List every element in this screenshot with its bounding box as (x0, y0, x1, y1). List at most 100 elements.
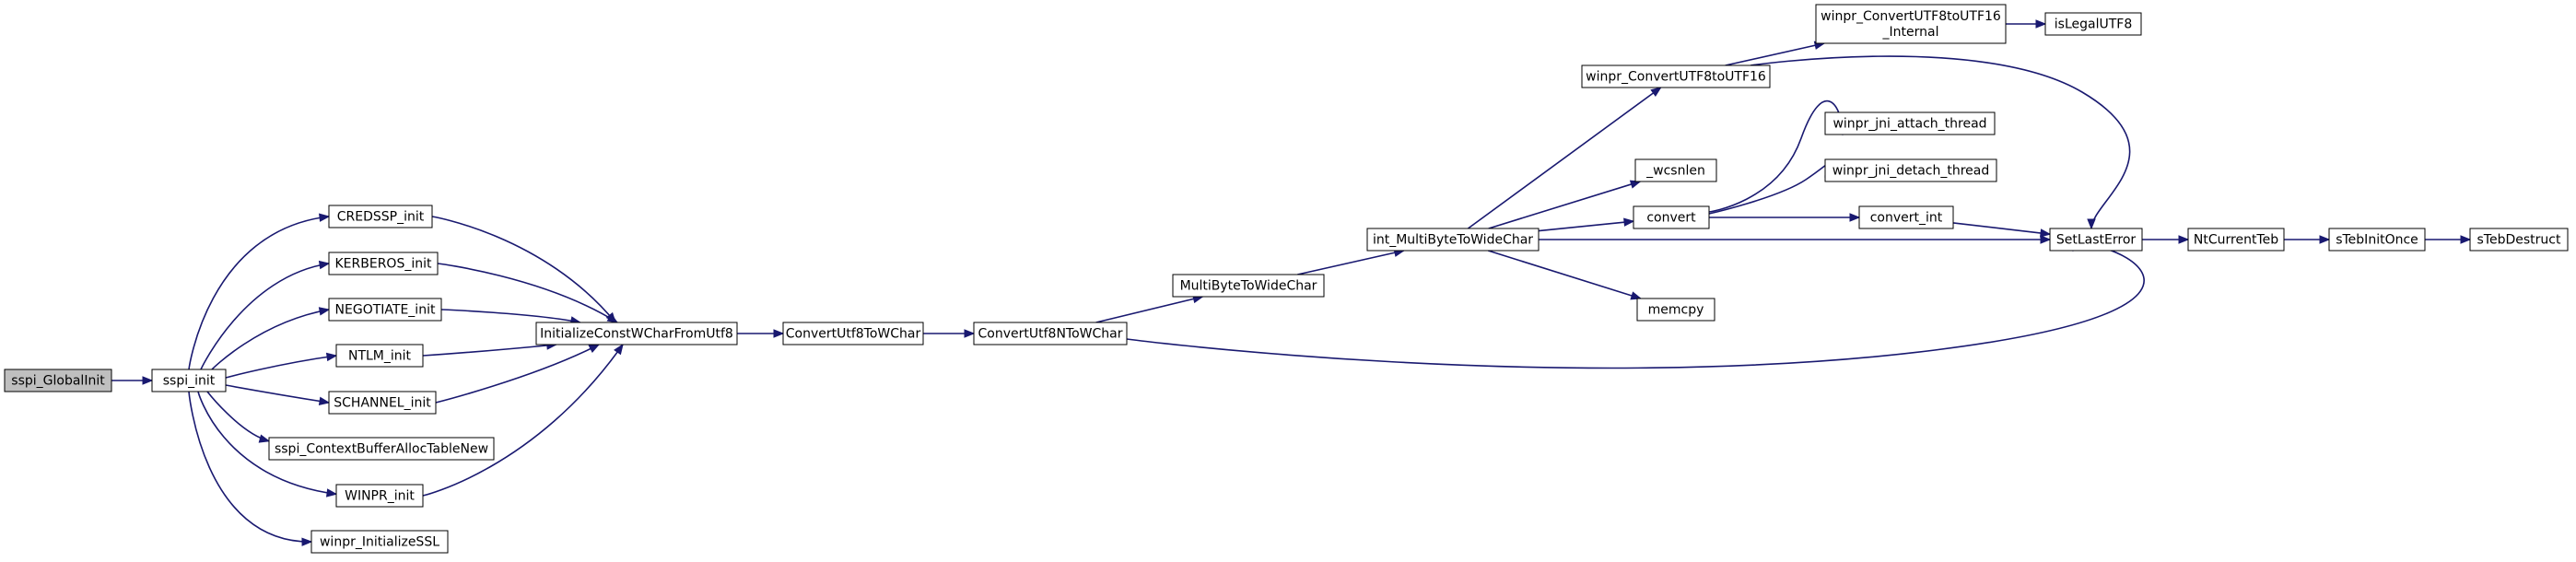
node-label: SetLastError (2056, 233, 2137, 248)
node-sspi-globalinit[interactable]: sspi_GlobalInit (4, 369, 112, 392)
node-box (1824, 158, 1997, 182)
node-box (1858, 205, 1954, 229)
edge-ConvertUtf8NToWChar-to-SetLastError (1126, 240, 2145, 369)
node-label: winpr_ConvertUTF8toUTF16 (1821, 9, 2001, 24)
edge-sspi_init-to-NTLM_init (225, 352, 338, 379)
node-box (1824, 111, 1996, 135)
node-layer: sspi_GlobalInit sspi_init CREDSSP_initKERB… (4, 4, 2569, 554)
arrowhead (325, 488, 338, 498)
node--wcsnlen[interactable]: _wcsnlen (1634, 158, 1717, 182)
arrowhead (1623, 217, 1635, 227)
arrowhead (318, 307, 331, 316)
edge-SCHANNEL_init-to-InitializeConstWCharFromUtf8 (435, 344, 601, 404)
arrowhead (773, 329, 785, 338)
edge-sspi_init-to-WINPR_init (197, 391, 338, 498)
node-label: CREDSSP_init (337, 210, 425, 225)
node-label: NEGOTIATE_init (335, 303, 436, 318)
edge-convert_int-to-SetLastError (1952, 222, 2052, 238)
node-box (335, 484, 424, 508)
node-convert-int[interactable]: convert_int (1858, 205, 1954, 229)
node-initializeconstwcharfromutf8[interactable]: InitializeConstWCharFromUtf8 (535, 322, 738, 345)
edge-winpr_ConvertUTF8toUTF16-to-SetLastError (1750, 55, 2131, 230)
node-label: int_MultiByteToWideChar (1373, 233, 1533, 248)
edge-sspi_init-to-SCHANNEL_init (225, 384, 331, 406)
edge-sspi_init-to-winpr_InitializeSSL (188, 391, 313, 546)
arrowhead (964, 329, 976, 338)
node-label: sTebDestruct (2477, 233, 2561, 248)
edge-InitializeConstWCharFromUtf8-to-ConvertUtf8ToWChar (737, 329, 785, 338)
edge-WINPR_init-to-InitializeConstWCharFromUtf8 (422, 343, 624, 497)
node-sspi-contextbufferalloctablenew[interactable]: sspi_ContextBufferAllocTableNew (268, 437, 495, 461)
node-int-multibytetowidechar[interactable]: int_MultiByteToWideChar (1366, 228, 1540, 252)
arrowhead (318, 260, 331, 270)
node-credssp-init[interactable]: CREDSSP_init (328, 205, 433, 228)
edge-ConvertUtf8ToWChar-to-ConvertUtf8NToWChar (923, 329, 976, 338)
node-kerberos-init[interactable]: KERBEROS_init (328, 252, 439, 275)
node-label: MultiByteToWideChar (1180, 279, 1317, 294)
edge-sTebInitOnce-to-sTebDestruct (2425, 235, 2472, 244)
arrowhead (1650, 87, 1662, 98)
node-box (2469, 228, 2569, 252)
node-ntlm-init[interactable]: NTLM_init (335, 344, 424, 368)
node-label: ConvertUtf8ToWChar (786, 327, 921, 342)
edge-SetLastError-to-NtCurrentTeb (2142, 235, 2190, 244)
node-winpr-jni-attach-thread[interactable]: winpr_jni_attach_thread (1824, 111, 1996, 135)
node-box (2187, 228, 2285, 252)
node-stebdestruct[interactable]: sTebDestruct (2469, 228, 2569, 252)
node-box (1634, 158, 1717, 182)
node-convert[interactable]: convert (1633, 205, 1710, 229)
node-box (151, 369, 227, 392)
node-memcpy[interactable]: memcpy (1636, 298, 1715, 322)
edge-int_MultiByteToWideChar-to-SetLastError (1539, 235, 2052, 244)
node-winpr-convertutf8toutf16-internal[interactable]: winpr_ConvertUTF8toUTF16_Internal (1815, 4, 2007, 44)
node-sspi-init[interactable]: sspi_init (151, 369, 227, 392)
node-winpr-convertutf8toutf16[interactable]: winpr_ConvertUTF8toUTF16 (1581, 64, 1771, 88)
node-label: InitializeConstWCharFromUtf8 (540, 327, 733, 342)
node-stebinitonce[interactable]: sTebInitOnce (2328, 228, 2426, 252)
arrowhead (1630, 291, 1643, 300)
node-box (1366, 228, 1540, 252)
node-label: winpr_jni_detach_thread (1832, 164, 1990, 179)
edge-int_MultiByteToWideChar-to-_wcsnlen (1488, 180, 1642, 229)
node-box (782, 322, 924, 345)
edge-layer (111, 19, 2472, 546)
arrowhead (319, 213, 331, 222)
node-setlasterror[interactable]: SetLastError (2049, 228, 2143, 252)
node-convertutf8towchar[interactable]: ConvertUtf8ToWChar (782, 322, 924, 345)
edge-sspi_init-to-NEGOTIATE_init (211, 307, 331, 370)
arrowhead (325, 352, 338, 362)
edge-int_MultiByteToWideChar-to-convert (1538, 217, 1635, 232)
arrowhead (258, 434, 271, 443)
edge-KERBEROS_init-to-InitializeConstWCharFromUtf8 (437, 263, 619, 323)
node-schannel-init[interactable]: SCHANNEL_init (328, 391, 437, 415)
edge-convert-to-convert_int (1709, 213, 1861, 222)
edge-int_MultiByteToWideChar-to-winpr_ConvertUTF8toUTF16 (1467, 87, 1662, 229)
node-box (268, 437, 495, 461)
node-label: NtCurrentTeb (2194, 233, 2278, 248)
node-ntcurrentteb[interactable]: NtCurrentTeb (2187, 228, 2285, 252)
node-box (2044, 12, 2142, 36)
edge-sspi_init-to-CREDSSP_init (188, 213, 331, 370)
arrowhead (2319, 235, 2331, 244)
node-convertutf8ntowchar[interactable]: ConvertUtf8NToWChar (973, 322, 1128, 345)
node-label: sspi_init (163, 374, 216, 389)
arrowhead (301, 537, 313, 546)
arrowhead (2460, 235, 2472, 244)
node-label: winpr_jni_attach_thread (1832, 117, 1986, 132)
node-negotiate-init[interactable]: NEGOTIATE_init (328, 298, 442, 322)
arrowhead (142, 376, 154, 385)
node-winpr-initializessl[interactable]: winpr_InitializeSSL (310, 530, 449, 554)
node-multibytetowidechar[interactable]: MultiByteToWideChar (1172, 274, 1325, 298)
edge-int_MultiByteToWideChar-to-memcpy (1487, 250, 1643, 300)
arrowhead (588, 344, 601, 354)
node-label: _Internal (1882, 25, 1939, 40)
node-box (328, 252, 439, 275)
node-box (973, 322, 1128, 345)
node-label: convert_int (1870, 211, 1943, 226)
node-islegalutf8[interactable]: isLegalUTF8 (2044, 12, 2142, 36)
node-winpr-init[interactable]: WINPR_init (335, 484, 424, 508)
node-box (1633, 205, 1710, 229)
node-label: WINPR_init (345, 489, 415, 504)
node-winpr-jni-detach-thread[interactable]: winpr_jni_detach_thread (1824, 158, 1997, 182)
